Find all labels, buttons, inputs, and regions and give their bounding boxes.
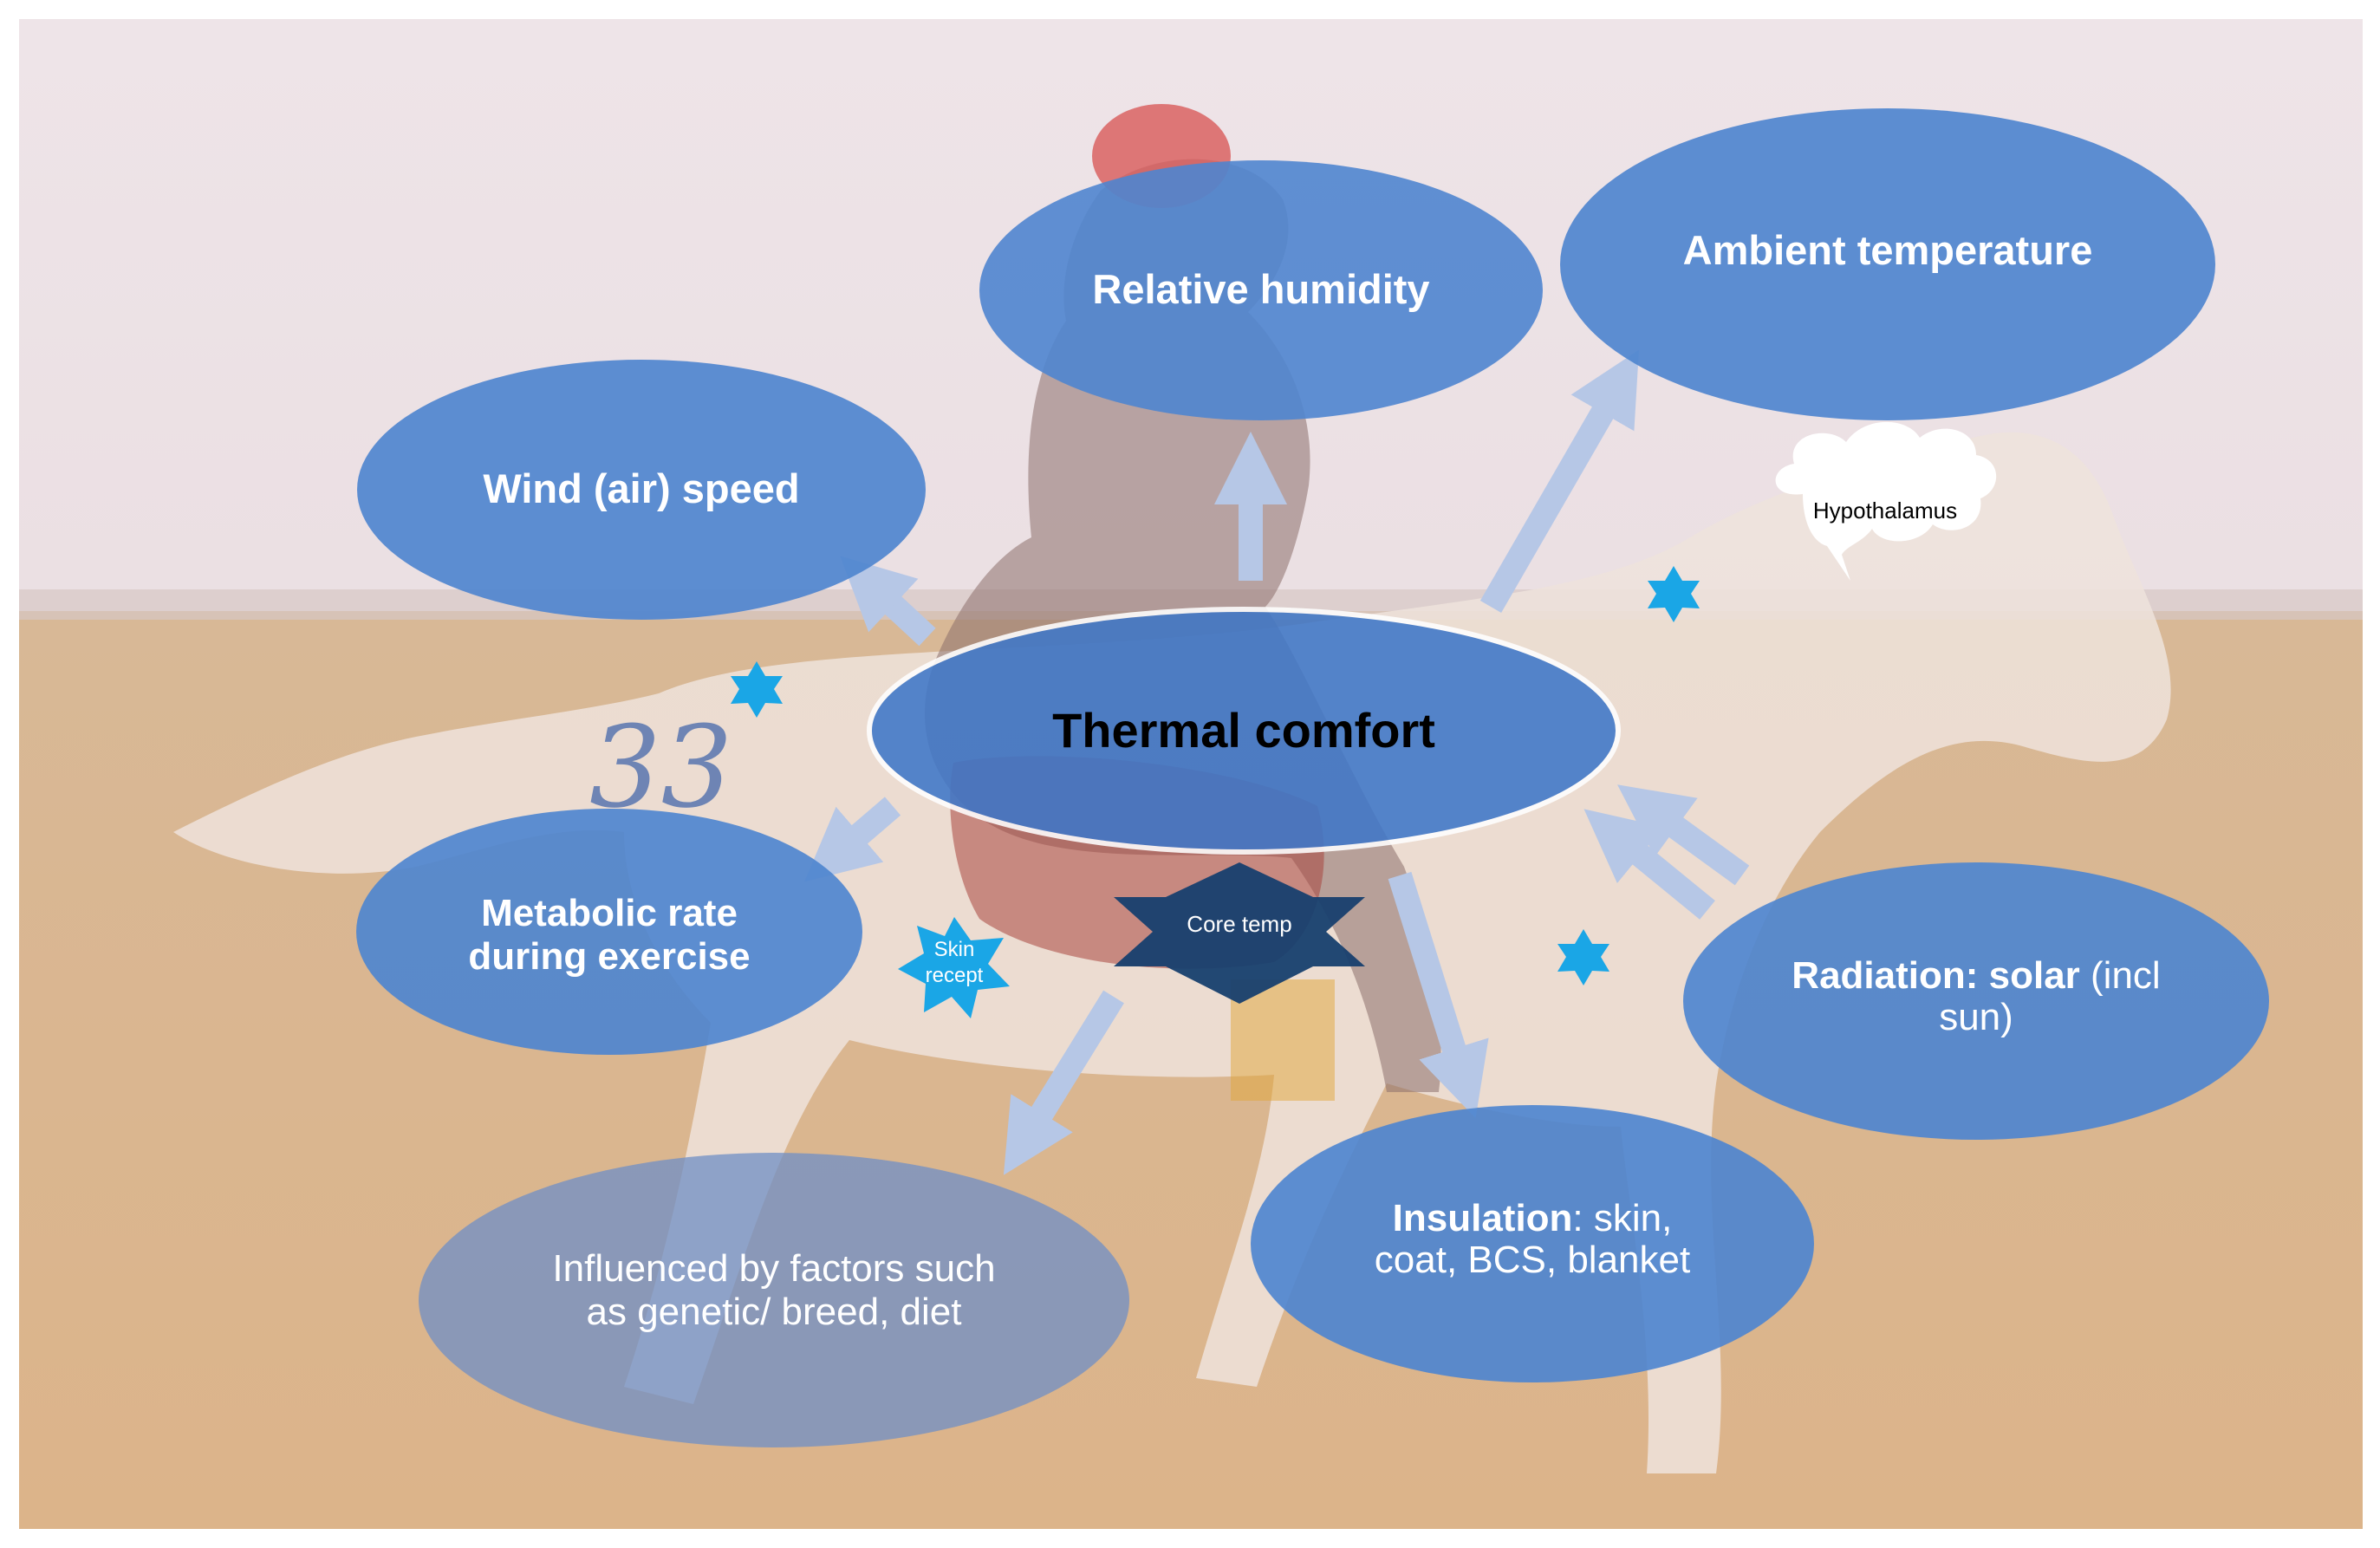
insulation-bubble xyxy=(1251,1105,1814,1382)
thermal-comfort-bubble xyxy=(867,607,1621,855)
core-temp-marker: Core temp xyxy=(1114,862,1365,1004)
metabolic-rate-bubble xyxy=(356,809,862,1055)
arrow-to-metabolic-rate xyxy=(804,797,901,882)
center-node: Thermal comfort xyxy=(867,607,1621,855)
insulation-label-line2: coat, BCS, blanket xyxy=(1375,1239,1690,1281)
insulation-label-regular: : skin, xyxy=(1572,1197,1672,1239)
influenced-bubble xyxy=(419,1153,1129,1447)
factor-wind-speed: Wind (air) speed xyxy=(357,360,926,620)
influenced-label-line2: as genetic/ breed, diet xyxy=(587,1291,962,1333)
factor-relative-humidity: Relative humidity xyxy=(979,160,1543,420)
sensor-star-2 xyxy=(1648,566,1700,622)
hypothalamus-label: Hypothalamus xyxy=(1813,498,1957,524)
core-temp-shape xyxy=(1114,862,1365,1004)
ambient-temperature-label: Ambient temperature xyxy=(1683,227,2093,273)
thermal-comfort-label: Thermal comfort xyxy=(1052,703,1435,758)
skin-receptor-label-line2: recept xyxy=(926,964,984,987)
factor-metabolic-rate: Metabolic rate during exercise xyxy=(356,809,862,1055)
skin-receptor-star xyxy=(898,917,1010,1018)
metabolic-rate-label-line2: during exercise xyxy=(468,935,750,978)
skin-receptor-marker: Skin recept xyxy=(898,917,1010,1018)
ambient-temperature-bubble xyxy=(1560,108,2215,420)
arrow-to-insulation xyxy=(1388,871,1489,1119)
hypothalamus-callout: Hypothalamus xyxy=(1775,421,1997,581)
sensor-star-1 xyxy=(731,661,783,718)
arrows xyxy=(804,349,1750,1175)
radiation-label-line2: sun) xyxy=(1939,996,2013,1038)
relative-humidity-bubble xyxy=(979,160,1543,420)
arrow-to-influenced-factors xyxy=(1003,990,1124,1175)
influenced-label-line1: Influenced by factors such xyxy=(552,1247,995,1290)
radiation-label-bold: Radiation: solar xyxy=(1792,954,2080,997)
radiation-label-line1: Radiation: solar (incl xyxy=(1792,954,2160,997)
factor-ambient-temperature: Ambient temperature xyxy=(1560,108,2215,420)
insulation-label-line1: Insulation: skin, xyxy=(1393,1197,1673,1239)
factor-insulation: Insulation: skin, coat, BCS, blanket xyxy=(1251,1105,1814,1382)
wind-speed-bubble xyxy=(357,360,926,620)
arrow-to-wind-speed xyxy=(840,556,936,647)
arrow-to-ambient-temperature xyxy=(1479,349,1639,613)
wind-speed-label: Wind (air) speed xyxy=(483,465,799,511)
hypothalamus-cloud xyxy=(1775,421,1997,581)
factor-influenced: Influenced by factors such as genetic/ b… xyxy=(419,1153,1129,1447)
sensor-star-3 xyxy=(1557,929,1609,985)
arrow-to-radiation xyxy=(1583,809,1715,920)
radiation-bubble xyxy=(1683,862,2269,1140)
stirrup-pad xyxy=(1231,979,1335,1101)
radiation-label-regular: (incl xyxy=(2080,954,2161,997)
insulation-label-bold: Insulation xyxy=(1393,1197,1573,1239)
metabolic-rate-label-line1: Metabolic rate xyxy=(481,892,738,934)
skin-receptor-label-line1: Skin xyxy=(934,938,975,961)
factor-radiation: Radiation: solar (incl sun) xyxy=(1683,862,2269,1140)
relative-humidity-label: Relative humidity xyxy=(1092,266,1429,312)
core-temp-label: Core temp xyxy=(1187,911,1291,937)
